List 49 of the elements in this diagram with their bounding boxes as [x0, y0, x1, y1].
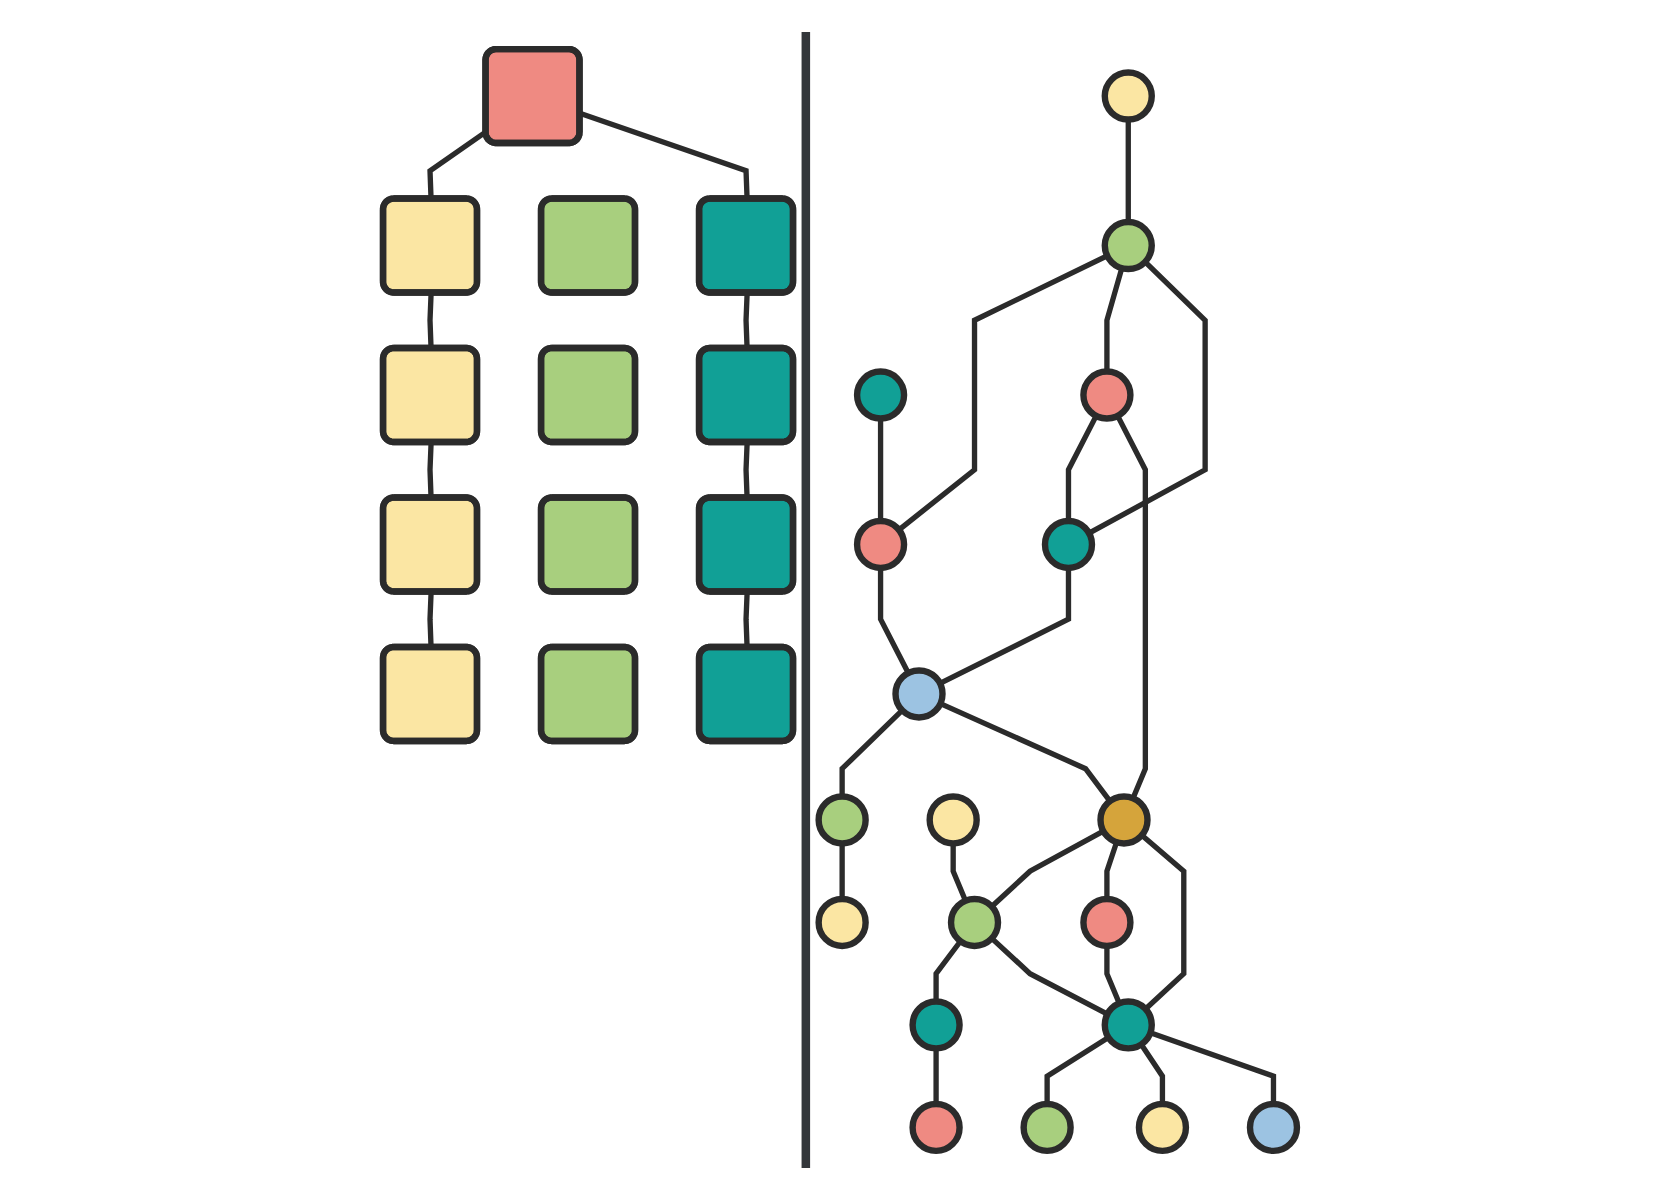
node-circle [1080, 895, 1134, 950]
node-circle [853, 368, 908, 422]
node-circle [909, 1100, 963, 1155]
node-circle [1041, 517, 1096, 572]
node-circle [1101, 998, 1155, 1052]
connector [933, 1048, 939, 1104]
node-circle [1101, 69, 1155, 123]
connector [1149, 1030, 1277, 1104]
connector [989, 828, 1105, 909]
connector [427, 293, 434, 350]
connector [427, 592, 434, 649]
connector [933, 939, 963, 1002]
connector [743, 442, 750, 499]
connector [1104, 841, 1120, 899]
connector [938, 567, 1072, 686]
node-circle [1097, 793, 1151, 847]
node-circle [815, 895, 869, 950]
node-circle [1246, 1100, 1301, 1155]
connector [1139, 1043, 1166, 1104]
connector [1044, 1035, 1110, 1104]
connector [743, 293, 750, 350]
connector [743, 592, 750, 649]
connector [950, 843, 968, 902]
connector [1140, 833, 1187, 1011]
connector [579, 111, 750, 200]
connector [1115, 414, 1148, 800]
node-circle [1080, 368, 1134, 422]
connector [839, 708, 905, 797]
connector [839, 843, 845, 899]
connector [1125, 119, 1131, 223]
connector [427, 442, 434, 499]
node-circle [853, 517, 908, 572]
connector [897, 253, 1109, 532]
node-circle [815, 793, 869, 847]
node-circle [1135, 1100, 1190, 1155]
connector [877, 567, 911, 675]
connector [877, 418, 884, 521]
node-circle [947, 895, 1002, 950]
connector [939, 701, 1113, 803]
node-circle [926, 793, 980, 847]
connector [1087, 260, 1208, 536]
node-circle [1101, 218, 1155, 273]
connector [1104, 945, 1122, 1005]
connector [990, 936, 1109, 1017]
node-circle [909, 998, 963, 1052]
connector [1104, 267, 1125, 372]
node-circle [892, 667, 946, 721]
connector [1065, 414, 1099, 521]
node-circle [1020, 1100, 1074, 1155]
